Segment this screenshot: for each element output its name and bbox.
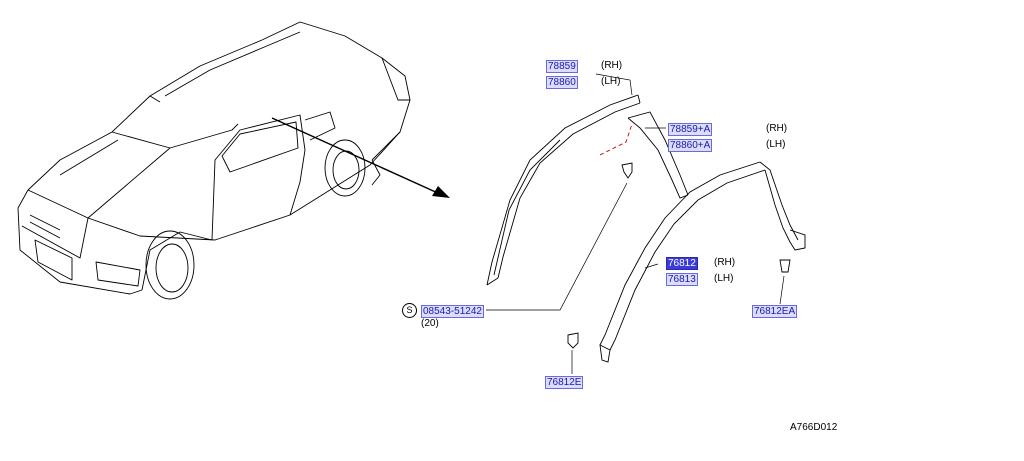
direction-arrow (271, 117, 450, 198)
diagram-id: A766D012 (790, 422, 838, 433)
molding-78859-a (599, 111, 689, 199)
part-78859-link[interactable]: 78859 (546, 60, 578, 73)
side-rh-label: (RH) (601, 60, 623, 71)
part-76812-link[interactable]: 76812 (666, 257, 698, 270)
part-76812ea-link[interactable]: 76812EA (752, 305, 798, 318)
part-78860-link[interactable]: 78860 (546, 76, 578, 89)
car-illustration (17, 21, 411, 300)
side-lh-label: (LH) (601, 76, 621, 87)
molding-78859 (486, 94, 641, 286)
part-08543-51242-link[interactable]: 08543-51242 (421, 305, 484, 318)
side-lh-label: (LH) (766, 139, 786, 150)
screw-quantity: (20) (421, 318, 439, 329)
side-rh-label: (RH) (766, 123, 788, 134)
part-76812e-link[interactable]: 76812E (545, 376, 584, 389)
side-lh-label: (LH) (714, 273, 734, 284)
clip-icon (567, 162, 791, 349)
part-76813-link[interactable]: 76813 (666, 273, 698, 286)
molding-76812 (599, 161, 806, 363)
part-78859a-link[interactable]: 78859+A (668, 123, 713, 136)
side-rh-label: (RH) (714, 257, 736, 268)
leader-lines (486, 73, 785, 374)
part-78860a-link[interactable]: 78860+A (668, 139, 713, 152)
screw-symbol-icon: S (402, 303, 417, 318)
